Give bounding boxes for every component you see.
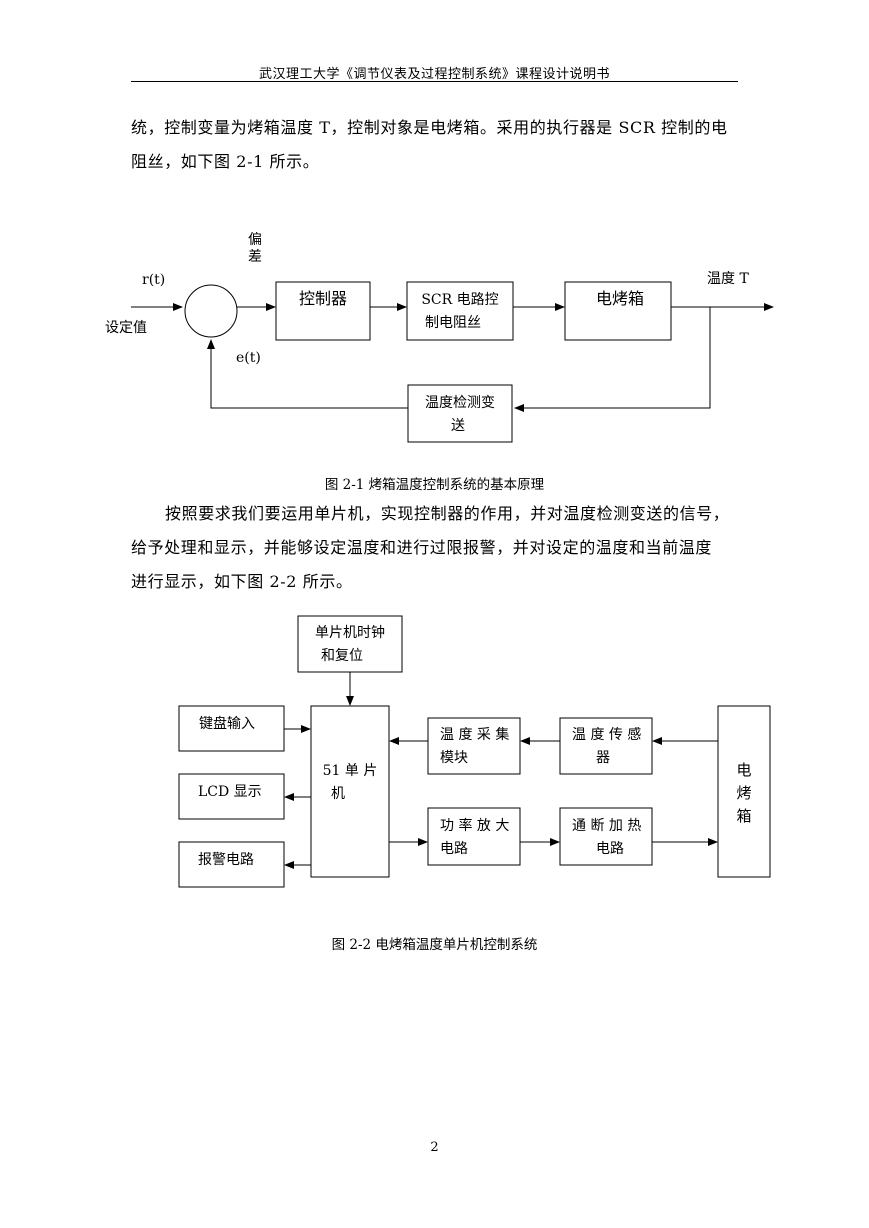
output-label: 温度 T bbox=[707, 271, 749, 287]
lcd-display-block: LCD 显示 bbox=[178, 773, 285, 820]
mcu-label-line-2: 机 bbox=[331, 786, 345, 802]
temp-sensor-label-line-2: 器 bbox=[596, 750, 610, 766]
keyboard-label: 键盘输入 bbox=[199, 715, 255, 732]
alarm-label: 报警电路 bbox=[198, 852, 254, 868]
oven-label-char-3: 箱 bbox=[736, 807, 751, 825]
clock-reset-block: 单片机时钟 和复位 bbox=[297, 615, 403, 673]
temp-collect-block: 温 度 采 集 模块 bbox=[427, 717, 521, 775]
page-number: 2 bbox=[430, 1140, 439, 1155]
figure-2-1-caption: 图 2-1 烤箱温度控制系统的基本原理 bbox=[324, 477, 545, 493]
plant-label: 电烤箱 bbox=[596, 289, 644, 308]
figure-2-2-caption: 图 2-2 电烤箱温度单片机控制系统 bbox=[331, 937, 538, 953]
error-signal-label: e(t) bbox=[236, 350, 261, 366]
temp-collect-label-line-1: 温 度 采 集 bbox=[440, 726, 509, 743]
paragraph-1-line-1: 统，控制变量为烤箱温度 T，控制对象是电烤箱。采用的执行器是 SCR 控制的电 bbox=[131, 118, 728, 137]
mcu-label-line-1: 51 单 片 bbox=[323, 763, 378, 779]
paragraph-2-line-1: 按照要求我们要运用单片机，实现控制器的作用，并对温度检测变送的信号， bbox=[165, 504, 730, 523]
clock-label-line-2: 和复位 bbox=[321, 647, 363, 664]
feedback-arrow-out bbox=[207, 339, 408, 409]
actuator-label-line-1: SCR 电路控 bbox=[421, 292, 498, 308]
paragraph-2-line-3: 进行显示，如下图 2-2 所示。 bbox=[131, 572, 353, 591]
paragraph-1-line-2: 阻丝，如下图 2-1 所示。 bbox=[131, 152, 320, 171]
running-header: 武汉理工大学《调节仪表及过程控制系统》课程设计说明书 bbox=[258, 67, 610, 82]
feedback-arrow-in bbox=[514, 307, 711, 412]
power-amp-label-line-1: 功 率 放 大 bbox=[440, 817, 509, 834]
feedback-block: 温度检测变 送 bbox=[407, 384, 513, 443]
summing-junction bbox=[184, 284, 238, 338]
mcu-block: 51 单 片 机 bbox=[310, 705, 390, 878]
error-label-bottom: 差 bbox=[248, 249, 262, 265]
oven-block: 电 烤 箱 bbox=[717, 705, 771, 878]
actuator-label-line-2: 制电阻丝 bbox=[425, 315, 481, 331]
lcd-label: LCD 显示 bbox=[198, 784, 262, 800]
feedback-label-line-1: 温度检测变 bbox=[425, 395, 495, 411]
plant-block: 电烤箱 bbox=[564, 281, 672, 341]
oven-label-char-1: 电 bbox=[736, 761, 751, 779]
temp-sensor-block: 温 度 传 感 器 bbox=[559, 717, 653, 775]
heater-label-line-1: 通 断 加 热 bbox=[572, 818, 641, 834]
feedback-label-line-2: 送 bbox=[451, 418, 465, 434]
actuator-block: SCR 电路控 制电阻丝 bbox=[406, 281, 514, 341]
clock-label-line-1: 单片机时钟 bbox=[315, 624, 385, 641]
power-amp-label-line-2: 电路 bbox=[440, 841, 468, 857]
oven-label-char-2: 烤 bbox=[736, 784, 751, 802]
keyboard-input-block: 键盘输入 bbox=[178, 705, 285, 752]
heater-label-line-2: 电路 bbox=[596, 841, 624, 857]
error-label-top: 偏 bbox=[248, 232, 262, 248]
setpoint-label: 设定值 bbox=[105, 320, 147, 336]
temp-collect-label-line-2: 模块 bbox=[440, 750, 468, 766]
temp-sensor-label-line-1: 温 度 传 感 bbox=[572, 726, 641, 743]
controller-block: 控制器 bbox=[275, 281, 371, 341]
input-signal-label: r(t) bbox=[142, 272, 165, 288]
paragraph-2-line-2: 给予处理和显示，并能够设定温度和进行过限报警，并对设定的温度和当前温度 bbox=[131, 538, 713, 557]
power-amp-block: 功 率 放 大 电路 bbox=[427, 807, 521, 866]
alarm-circuit-block: 报警电路 bbox=[178, 841, 285, 888]
controller-label: 控制器 bbox=[299, 289, 347, 308]
heater-switch-block: 通 断 加 热 电路 bbox=[559, 807, 653, 866]
header-rule bbox=[131, 81, 738, 82]
